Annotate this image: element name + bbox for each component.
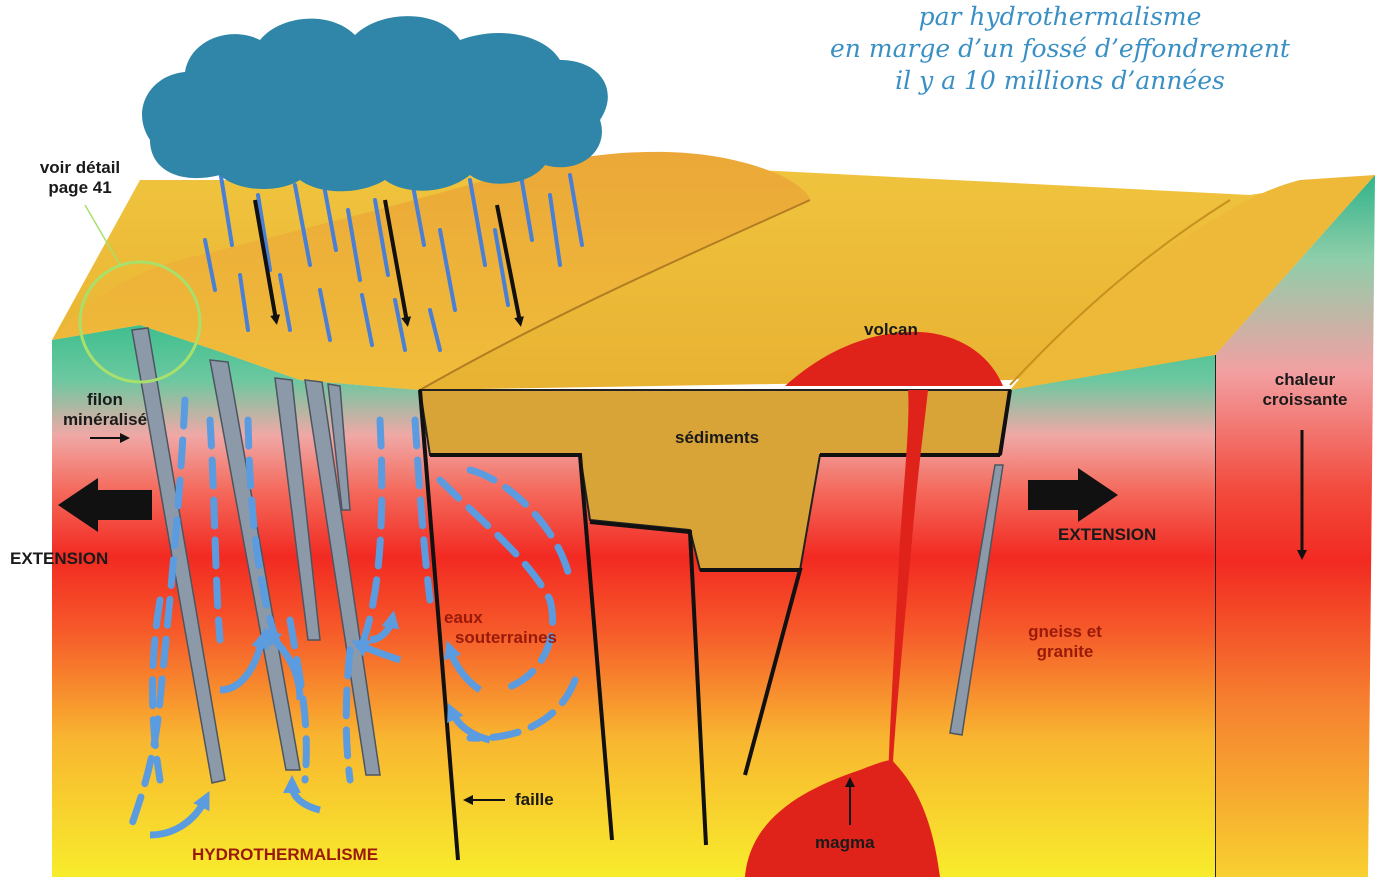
label-gneiss-line1: gneiss et: [1028, 622, 1102, 641]
detail-callout-circle: [78, 260, 202, 384]
label-magma: magma: [815, 833, 875, 852]
label-extension-left: EXTENSION: [10, 549, 109, 568]
label-chaleur-croissante: chaleur croissante: [1250, 370, 1360, 410]
block-side-face: [1215, 175, 1375, 877]
label-extension-right: EXTENSION: [1058, 525, 1157, 544]
magma-conduit: [888, 390, 928, 780]
hill-ridge: [52, 151, 810, 390]
volcano: [785, 331, 1003, 386]
label-detail-line2: page 41: [48, 178, 112, 197]
cloud-icon: [142, 16, 608, 192]
title-line-3: il y a 10 millions d’années: [895, 66, 1225, 95]
label-hydrothermalisme: HYDROTHERMALISME: [192, 845, 379, 864]
infiltration-arrows: [253, 199, 524, 327]
label-gneiss-granite: gneiss et granite: [1005, 622, 1125, 662]
label-filon-line1: filon: [87, 390, 123, 409]
circulation-arrowheads: [149, 610, 491, 839]
label-filon: filon minéralisé: [45, 390, 165, 430]
title-line-2: en marge d’un fossé d’effondrement: [830, 34, 1290, 63]
mineral-veins: [131, 327, 1004, 784]
label-eaux-line1: eaux: [444, 608, 483, 627]
label-chaleur-line2: croissante: [1262, 390, 1348, 409]
rain-streaks: [203, 168, 584, 352]
label-eaux-line2: souterraines: [454, 628, 558, 647]
label-detail: voir détail page 41: [20, 158, 140, 198]
label-chaleur-line1: chaleur: [1274, 370, 1336, 389]
extension-arrow-left-icon: [58, 478, 152, 532]
label-detail-line1: voir détail: [39, 158, 121, 177]
label-gneiss-line2: granite: [1036, 642, 1094, 661]
title-line-1: par hydrothermalisme: [918, 2, 1202, 31]
magma-chamber: [745, 760, 940, 877]
label-filon-line2: minéralisé: [62, 410, 148, 429]
label-volcan: volcan: [864, 320, 918, 339]
label-faille: faille: [515, 790, 554, 809]
label-sediments: sédiments: [675, 428, 760, 447]
right-ridge: [1010, 175, 1375, 390]
detail-callout-leader: [84, 204, 121, 266]
label-eaux-souterraines: eaux souterraines: [436, 608, 576, 648]
extension-arrow-right-icon: [1028, 468, 1118, 522]
